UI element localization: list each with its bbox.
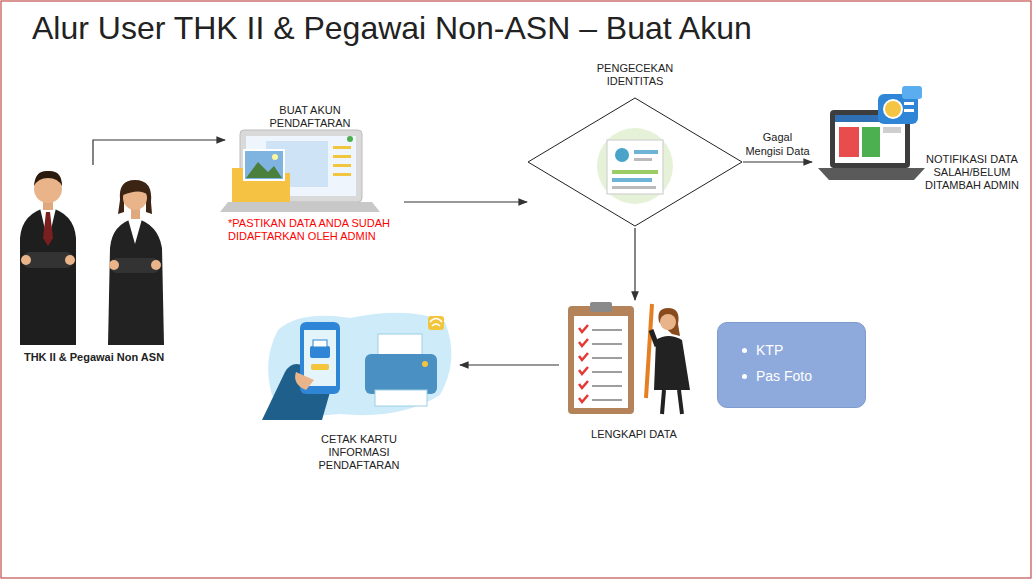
- list-item: KTP: [740, 341, 860, 359]
- identity-check-illustration: [597, 128, 673, 204]
- node-label: NOTIFIKASI DATA SALAH/BELUM DITAMBAH ADM…: [916, 153, 1028, 192]
- node-label: BUAT AKUN PENDAFTARAN: [260, 104, 360, 130]
- clipboard-illustration: [568, 302, 690, 414]
- node-label: THK II & Pegawai Non ASN: [8, 351, 180, 364]
- node-label: PENGECEKAN IDENTITAS: [583, 62, 687, 88]
- actor-node: THK II & Pegawai Non ASN: [8, 165, 186, 375]
- flow-arrow: [743, 161, 812, 162]
- process-node: LENGKAPI DATA: [559, 300, 715, 450]
- flow-arrow: [404, 201, 527, 202]
- list-item: Pas Foto: [740, 367, 860, 385]
- notification-node: NOTIFIKASI DATA SALAH/BELUM DITAMBAH ADM…: [812, 95, 1028, 205]
- process-node: BUAT AKUN PENDAFTARAN *PASTIKAN DATA ANDA…: [225, 100, 404, 262]
- node-label: LENGKAPI DATA: [559, 428, 709, 441]
- warning-note: *PASTIKAN DATA ANDA SUDAH DIDAFTARKAN OL…: [228, 217, 398, 243]
- output-node: CETAK KARTU INFORMASI PENDAFTARAN: [258, 305, 460, 485]
- document-list-box: KTP Pas Foto: [717, 322, 866, 408]
- flow-arrow: [460, 364, 559, 365]
- print-illustration: [262, 313, 451, 420]
- laptop-illustration: [220, 130, 380, 212]
- flow-arrow: [93, 140, 225, 165]
- edge-label: Gagal Mengisi Data: [743, 130, 813, 158]
- notification-illustration: [818, 86, 925, 180]
- flow-arrow: [634, 228, 635, 300]
- node-label: CETAK KARTU INFORMASI PENDAFTARAN: [312, 433, 406, 472]
- diagram-title: Alur User THK II & Pegawai Non-ASN – Bua…: [32, 10, 752, 47]
- decision-diamond: PENGECEKAN IDENTITAS: [527, 60, 743, 228]
- people-figure: [20, 171, 164, 345]
- diamond-shape: [528, 98, 742, 226]
